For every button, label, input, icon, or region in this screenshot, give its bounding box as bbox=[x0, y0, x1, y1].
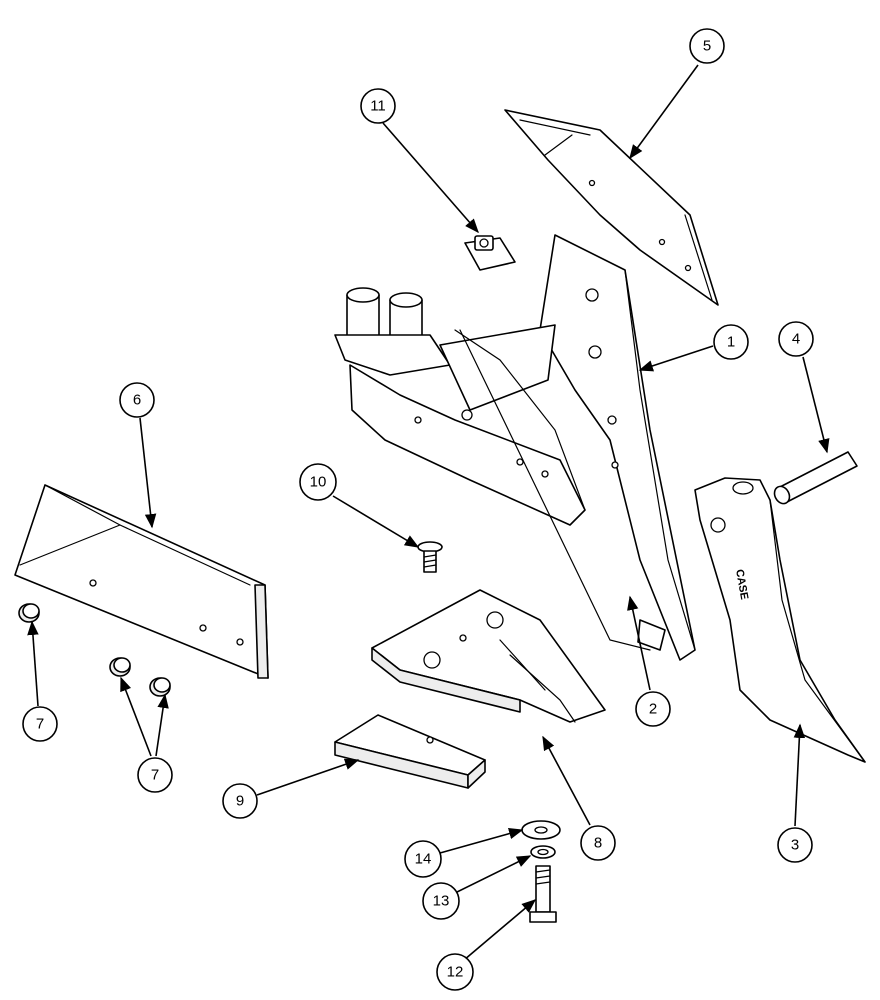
balloon-6: 6 bbox=[119, 382, 155, 418]
part-8-wear-plate bbox=[371, 589, 606, 723]
part-11-clamp bbox=[464, 235, 516, 271]
part-12-bolt bbox=[529, 865, 557, 923]
balloon-label: 1 bbox=[727, 334, 735, 351]
part-2-bracket bbox=[334, 287, 666, 651]
leader-8 bbox=[542, 735, 591, 826]
balloon-label: 2 bbox=[649, 701, 657, 718]
leader-7c bbox=[155, 693, 169, 757]
part-3-point: CASE bbox=[694, 477, 866, 763]
part-7-plugs bbox=[18, 603, 171, 697]
balloon-12: 12 bbox=[436, 953, 474, 991]
leader-4 bbox=[802, 356, 830, 454]
leader-5 bbox=[629, 64, 699, 160]
case-logo: CASE bbox=[733, 568, 750, 600]
leader-3 bbox=[793, 723, 806, 827]
balloon-10: 10 bbox=[299, 463, 337, 501]
balloon-2: 2 bbox=[635, 691, 671, 727]
leader-10 bbox=[332, 495, 420, 548]
leader-7b bbox=[120, 676, 152, 757]
part-9-shim bbox=[334, 714, 486, 789]
part-13-lock-washer bbox=[530, 845, 556, 859]
balloon-1: 1 bbox=[713, 324, 749, 360]
balloon-label: 9 bbox=[236, 793, 244, 810]
balloon-4: 4 bbox=[778, 321, 814, 357]
balloon-5: 5 bbox=[689, 28, 725, 64]
balloon-label: 10 bbox=[310, 474, 327, 491]
balloon-14: 14 bbox=[404, 840, 442, 878]
balloon-label: 3 bbox=[791, 837, 799, 854]
balloon-7b: 7 bbox=[137, 757, 173, 793]
leader-6 bbox=[139, 417, 157, 529]
balloon-8: 8 bbox=[580, 825, 616, 861]
balloon-label: 13 bbox=[433, 893, 450, 910]
balloon-9: 9 bbox=[222, 783, 258, 819]
part-10-screw bbox=[417, 541, 443, 573]
leader-11 bbox=[382, 122, 479, 234]
balloon-13: 13 bbox=[422, 882, 460, 920]
balloon-3: 3 bbox=[777, 827, 813, 863]
balloon-label: 14 bbox=[415, 851, 432, 868]
balloon-label: 11 bbox=[370, 98, 386, 115]
leader-2 bbox=[627, 595, 651, 691]
leader-9 bbox=[256, 758, 360, 796]
balloon-label: 4 bbox=[792, 331, 800, 348]
part-14-washer bbox=[521, 820, 561, 840]
balloon-label: 7 bbox=[151, 767, 159, 784]
part-6-wing bbox=[14, 484, 269, 679]
balloon-label: 12 bbox=[447, 964, 464, 981]
balloon-label: 8 bbox=[594, 835, 602, 852]
part-5-shield-plate bbox=[504, 109, 719, 306]
balloon-label: 5 bbox=[703, 38, 711, 55]
leader-13 bbox=[454, 855, 532, 894]
leader-lines bbox=[27, 64, 830, 961]
part-4-pin bbox=[773, 451, 858, 505]
leader-14 bbox=[439, 827, 524, 854]
leader-12 bbox=[463, 899, 537, 961]
part-1-shank bbox=[539, 234, 696, 661]
leader-7a bbox=[27, 620, 39, 707]
leader-1 bbox=[638, 345, 714, 372]
balloon-7a: 7 bbox=[22, 706, 58, 742]
balloon-label: 7 bbox=[36, 716, 44, 733]
balloon-11: 11 bbox=[360, 88, 396, 124]
balloon-label: 6 bbox=[133, 392, 141, 409]
